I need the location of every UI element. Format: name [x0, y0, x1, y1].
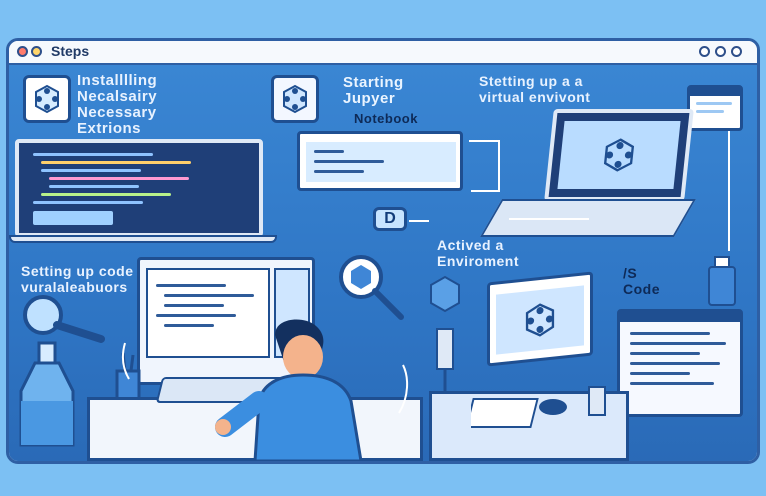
hexagon-network-icon	[283, 84, 307, 114]
magnifier-icon	[339, 255, 404, 320]
venv-heading: Stetting up a a virtual envivont	[479, 73, 591, 105]
notepad-icon	[471, 398, 567, 428]
app-window: Steps Installlling Necalsairy Necessary …	[6, 38, 760, 464]
extension-hex-card	[23, 75, 71, 123]
window-dot-icon[interactable]	[715, 46, 726, 57]
vs-code-window	[617, 309, 743, 417]
title-bar: Steps	[9, 41, 757, 65]
code-laptop-screen	[15, 139, 263, 237]
coding-monitor	[137, 257, 315, 385]
notebook-card	[297, 131, 463, 191]
hexagon-network-icon	[525, 303, 555, 337]
minimize-dot-icon[interactable]	[31, 46, 42, 57]
window-title: Steps	[51, 43, 90, 59]
laptop-base	[9, 235, 277, 243]
cup-icon	[588, 386, 606, 416]
browser-mini-window	[687, 85, 743, 131]
flow-arrows	[409, 131, 730, 251]
notebook-label: Notebook	[354, 111, 418, 126]
activated-env-heading: Actived a Enviroment	[437, 237, 520, 269]
activated-env-window	[487, 271, 593, 367]
magnifier-icon	[23, 295, 105, 343]
small-arrows	[121, 342, 409, 414]
hexagon-network-icon	[603, 138, 635, 172]
jupyter-hex-card	[271, 75, 319, 123]
close-dot-icon[interactable]	[17, 46, 28, 57]
cube-icon	[430, 275, 460, 391]
vs-code-label: /S Code	[623, 265, 660, 297]
window-dot-icon[interactable]	[731, 46, 742, 57]
venv-laptop-screen	[544, 109, 694, 201]
developer-figure	[215, 319, 363, 461]
starting-jupyter-heading: Starting Jupyer	[343, 74, 404, 107]
window-dot-icon[interactable]	[699, 46, 710, 57]
hexagon-network-icon	[35, 84, 59, 114]
step-d-badge: D	[373, 207, 407, 231]
install-extensions-heading: Installlling Necalsairy Necessary Extrio…	[77, 72, 158, 137]
bottle-icon	[708, 256, 736, 306]
bottle-icon	[19, 341, 75, 447]
